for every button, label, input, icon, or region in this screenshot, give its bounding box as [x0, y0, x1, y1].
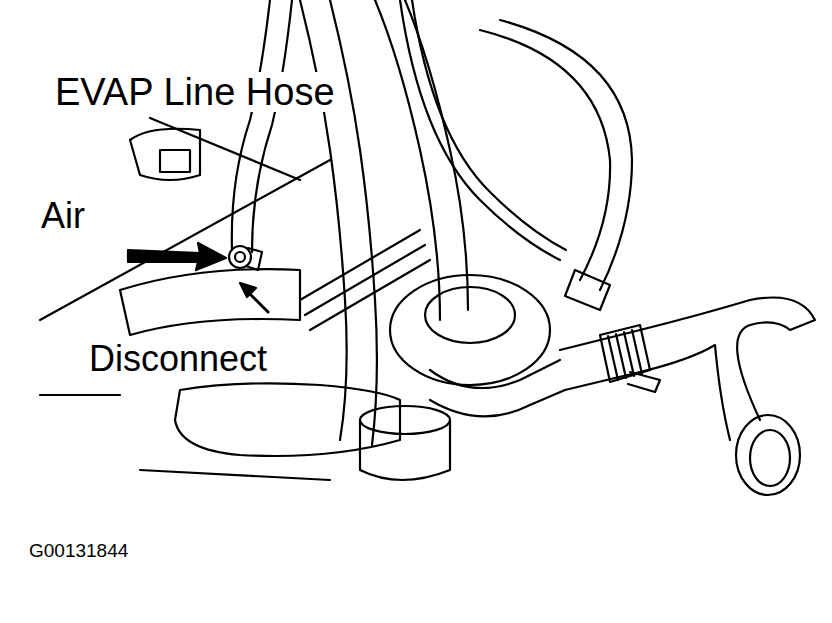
edge-line [40, 394, 120, 396]
hose-fitting [229, 246, 251, 268]
intake-body [175, 383, 400, 456]
intake-body [120, 269, 300, 335]
valve-body [425, 287, 515, 343]
hose [330, 0, 377, 445]
valve-base [360, 406, 450, 434]
bracket [160, 150, 190, 172]
figure-id: G00131844 [26, 540, 131, 561]
bracket [130, 129, 200, 180]
disconnect-arrow [240, 283, 256, 297]
hose [430, 390, 565, 416]
edge-line [40, 160, 330, 320]
hose-fitting [235, 252, 245, 262]
hose-end [750, 430, 790, 486]
edge-line [140, 470, 330, 480]
wire-harness [500, 20, 632, 290]
hose-clamp [608, 330, 642, 380]
part-label: Air [38, 197, 88, 235]
connector [565, 270, 610, 310]
air-arrow [128, 243, 226, 270]
part-label: EVAP Line Hose [52, 72, 338, 112]
hose [300, 0, 347, 440]
thin-hose [400, 0, 560, 260]
evap-hose [232, 0, 270, 250]
action-label: Disconnect [86, 340, 270, 378]
hose-clamp [628, 372, 660, 392]
hose-clamp [600, 325, 650, 382]
valve-body [390, 275, 550, 385]
evap-hose [252, 0, 292, 252]
thin-hose [412, 0, 566, 250]
leader-line [150, 118, 300, 180]
hose [430, 360, 560, 388]
hose-clamp [246, 248, 262, 270]
fins [300, 230, 430, 330]
hose-end [736, 415, 800, 495]
wire-harness [480, 30, 610, 280]
hose [405, 0, 468, 310]
